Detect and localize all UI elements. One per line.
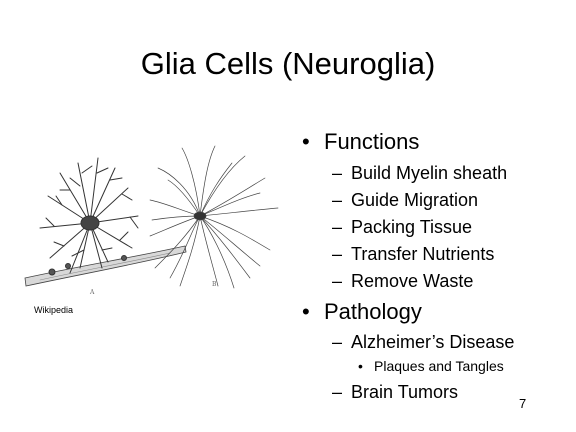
bullet-icon: • (302, 129, 310, 154)
image-credit: Wikipedia (34, 305, 74, 315)
slide-title: Glia Cells (Neuroglia) (140, 46, 436, 81)
dash-icon: – (332, 190, 343, 210)
figure-label-a: A (89, 289, 95, 296)
bullet-icon: • (358, 358, 363, 374)
function-item: –Transfer Nutrients (332, 244, 495, 264)
dash-icon: – (332, 217, 343, 237)
dash-icon: – (332, 244, 343, 264)
bullet-icon: • (302, 299, 310, 324)
astrocyte-b (149, 145, 279, 289)
dash-icon: – (332, 382, 343, 402)
dash-icon: – (332, 163, 343, 183)
astrocyte-a (24, 157, 187, 287)
pathology-item: –Alzheimer’s Disease (332, 332, 515, 352)
bullet-functions: •Functions (302, 129, 420, 154)
bullet-pathology: •Pathology (302, 299, 422, 324)
page-number: 7 (519, 396, 527, 411)
pathology-item: –Brain Tumors (332, 382, 459, 402)
function-item: –Build Myelin sheath (332, 163, 508, 183)
glia-cell-drawing: A B (24, 145, 279, 296)
dash-icon: – (332, 332, 343, 352)
dash-icon: – (332, 271, 343, 291)
pathology-subitem: •Plaques and Tangles (358, 358, 504, 374)
function-item: –Remove Waste (332, 271, 474, 291)
figure-label-b: B (212, 281, 217, 288)
glia-cell-illustration: A B (20, 138, 282, 298)
function-item: –Packing Tissue (332, 217, 473, 237)
function-item: –Guide Migration (332, 190, 479, 210)
